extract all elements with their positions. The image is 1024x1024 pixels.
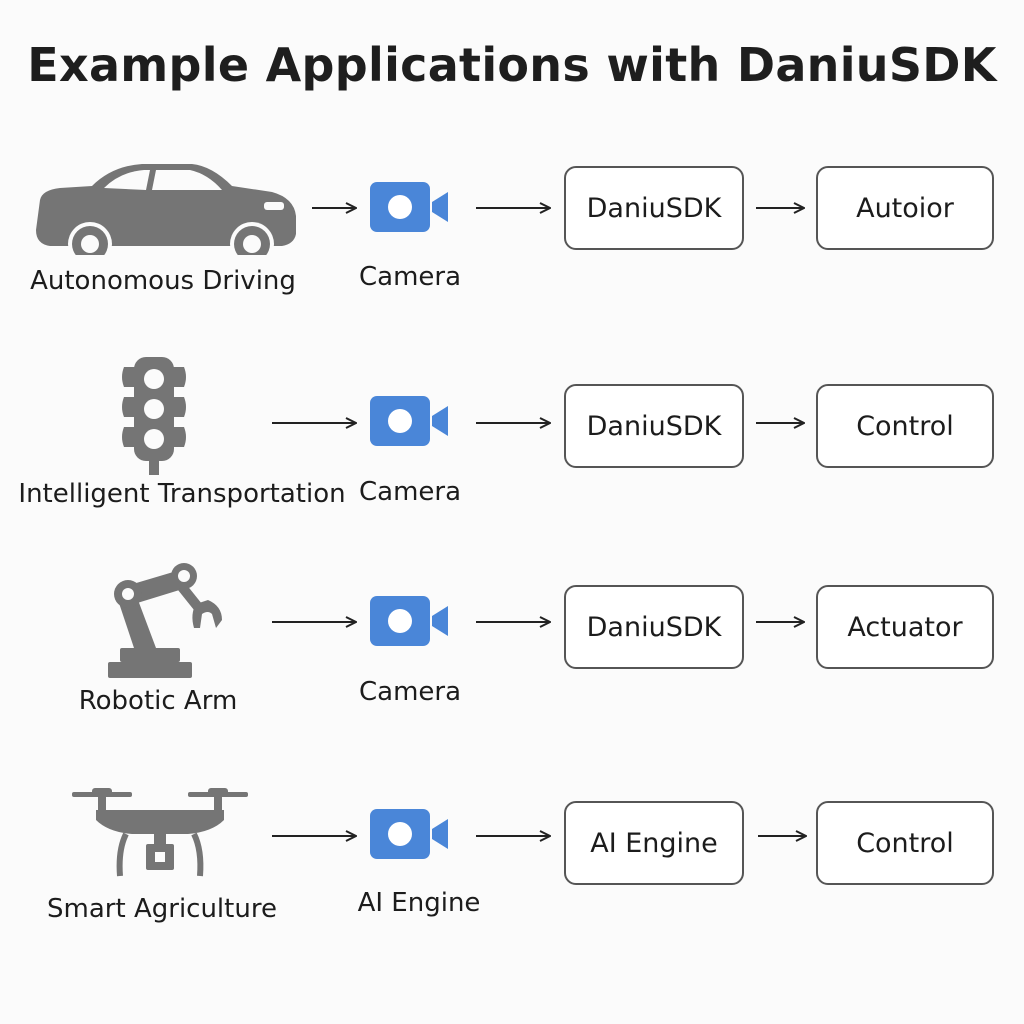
diagram-title: Example Applications with DaniuSDK [27,38,997,92]
camera-icon [370,596,448,646]
arrow-to-output [756,413,808,433]
row-smart-agriculture: Smart Agriculture AI Engine AI Engine Co… [0,770,1024,970]
sdk-box: DaniuSDK [564,585,744,669]
row-robotic-arm: Robotic Arm Camera DaniuSDK Actuator [0,556,1024,756]
camera-icon [370,396,448,446]
arrow-to-sdk [476,826,554,846]
sdk-box: DaniuSDK [564,166,744,250]
output-box: Control [816,384,994,468]
arrow-to-camera [272,826,360,846]
arrow-to-output [756,612,808,632]
source-label: Camera [358,477,462,507]
source-label: Camera [358,677,462,707]
drone-icon [72,788,248,877]
arrow-to-sdk [476,198,554,218]
app-label: Smart Agriculture [47,894,277,924]
sdk-box: DaniuSDK [564,384,744,468]
arrow-to-output [756,198,808,218]
engine-box: AI Engine [564,801,744,885]
car-icon [36,164,296,255]
robotic-arm-icon [108,563,222,678]
source-label: AI Engine [357,888,481,918]
arrow-to-sdk [476,612,554,632]
camera-icon [370,182,448,232]
output-box: Control [816,801,994,885]
output-box: Actuator [816,585,994,669]
arrow-to-output [758,826,810,846]
source-label: Camera [358,262,462,292]
traffic-light-icon [122,357,186,475]
app-label: Intelligent Transportation [18,479,346,509]
row-intelligent-transportation: Intelligent Transportation Camera DaniuS… [0,355,1024,555]
arrow-to-camera [272,612,360,632]
row-autonomous-driving: Autonomous Driving Camera DaniuSDK Autoi… [0,150,1024,350]
app-label: Robotic Arm [78,686,238,716]
arrow-to-sdk [476,413,554,433]
arrow-to-camera [312,198,360,218]
camera-icon [370,809,448,859]
output-box: Autoior [816,166,994,250]
arrow-to-camera [272,413,360,433]
app-label: Autonomous Driving [30,266,296,296]
